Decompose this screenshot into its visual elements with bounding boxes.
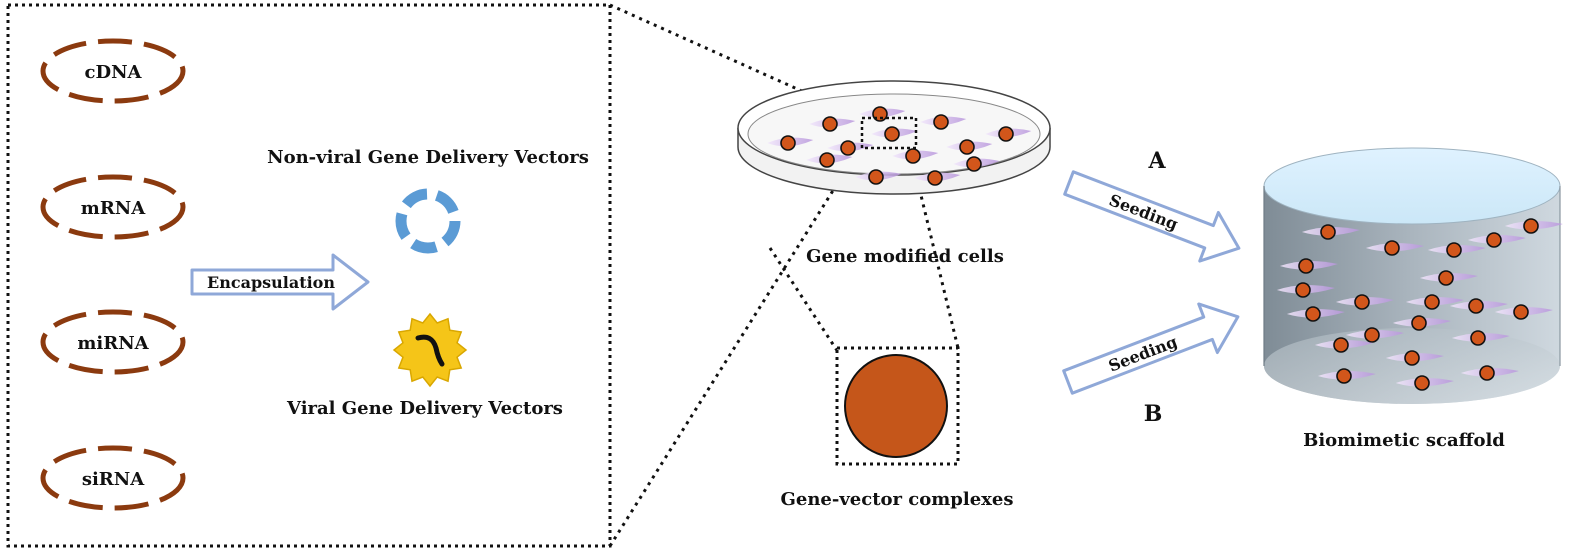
cell-icon (767, 135, 814, 151)
cell-icon (985, 126, 1032, 142)
seeding-a-label: Seeding (1106, 190, 1180, 234)
zoom-line-bottom (608, 137, 868, 547)
cell-icon (1392, 315, 1451, 331)
zoom-line-top (609, 3, 863, 120)
dish-inset-marker (860, 116, 918, 150)
encapsulation-arrow: Encapsulation (190, 253, 370, 311)
cell-icon (1504, 218, 1563, 234)
nucleic-acid-sirna: siRNA (40, 445, 186, 511)
cell-icon (855, 169, 902, 185)
seeding-arrow-a: Seeding (1063, 170, 1241, 263)
encapsulation-label: Encapsulation (207, 273, 335, 292)
cell-icon (1494, 304, 1553, 320)
plasmid-ring-icon (40, 174, 186, 240)
gene-vector-complexes-label: Gene-vector complexes (781, 489, 1014, 510)
cell-icon (827, 140, 874, 156)
plasmid-ring-icon (40, 309, 186, 375)
cell-icon (1365, 240, 1424, 256)
cell-icon (953, 156, 1000, 172)
cell-icon (1276, 282, 1335, 298)
route-b-label: B (1144, 401, 1163, 427)
nucleic-acid-mirna: miRNA (40, 309, 186, 375)
nucleic-acid-panel (6, 3, 612, 548)
plasmid-ring-icon (40, 38, 186, 104)
seeding-arrow-b: Seeding (1062, 302, 1240, 395)
viral-vector-icon (392, 312, 468, 388)
cell-icon (1317, 368, 1376, 384)
cell-icon (1335, 294, 1394, 310)
cell-icon (914, 170, 961, 186)
cell-icon (1467, 232, 1526, 248)
cell-icon (1395, 375, 1454, 391)
route-a-label: A (1147, 148, 1166, 174)
nucleic-acid-label: mRNA (81, 198, 146, 219)
cell-icon (1405, 294, 1464, 310)
cell-icon (1419, 270, 1478, 286)
non-viral-vectors-label: Non-viral Gene Delivery Vectors (267, 147, 589, 168)
cell-icon (1279, 258, 1338, 274)
cell-icon (806, 152, 853, 168)
cell-icon (1345, 327, 1404, 343)
nucleic-acid-label: siRNA (82, 469, 145, 490)
plasmid-ring-icon (40, 445, 186, 511)
cell-icon (1314, 337, 1373, 353)
nucleic-acid-mrna: mRNA (40, 174, 186, 240)
cell-icon (809, 116, 856, 132)
gene-modified-cells-label: Gene modified cells (806, 246, 1004, 267)
cell-icon (1301, 224, 1360, 240)
cell-icon (1460, 365, 1519, 381)
biomimetic-scaffold-label: Biomimetic scaffold (1303, 430, 1505, 451)
cell-icon (920, 114, 967, 130)
cell-icon (871, 126, 918, 142)
nucleic-acid-label: cDNA (85, 62, 143, 83)
cell-icon (946, 139, 993, 155)
scaffold-cylinder-icon (1263, 147, 1563, 404)
cell-icon (892, 148, 939, 164)
seeding-b-label: Seeding (1106, 332, 1180, 376)
cell-icon (1451, 330, 1510, 346)
cell-icon (1385, 350, 1444, 366)
viral-vectors-label: Viral Gene Delivery Vectors (286, 398, 563, 419)
cell-icon (1286, 306, 1345, 322)
nucleic-acid-label: miRNA (77, 333, 149, 354)
non-viral-vector-icon (395, 188, 461, 254)
cell-icon (1449, 298, 1508, 314)
petri-dish-icon (737, 80, 1051, 195)
nucleic-acid-cdna: cDNA (40, 38, 186, 104)
gene-vector-complex-icon (844, 354, 948, 458)
cell-icon (1427, 242, 1486, 258)
